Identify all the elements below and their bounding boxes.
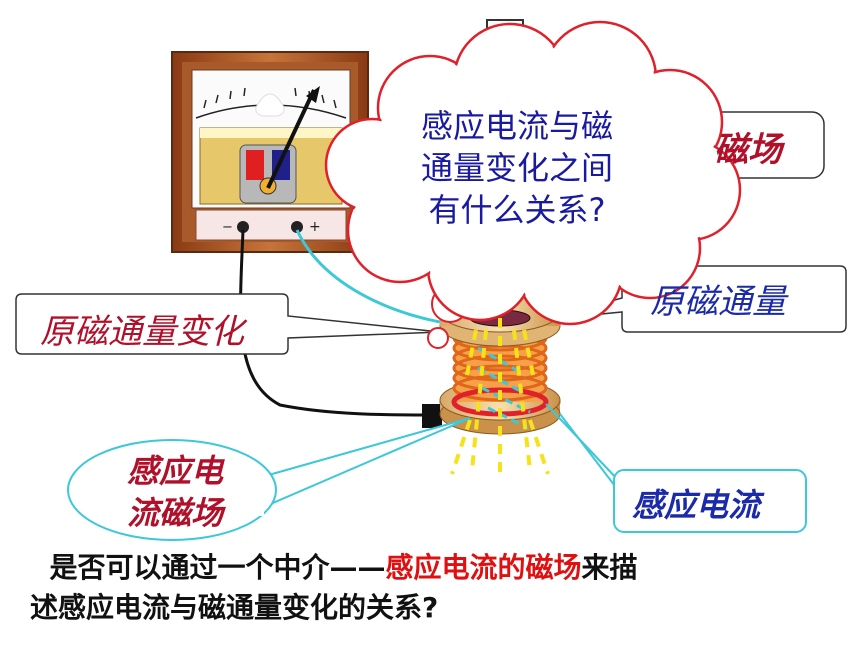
positive-terminal — [291, 221, 303, 233]
thought-line-2: 通量变化之间 — [420, 149, 613, 187]
caption-highlight: 感应电流的磁场 — [385, 551, 582, 584]
caption-part-1: 是否可以通过一个中介—— — [49, 551, 386, 584]
galvanometer: − + — [171, 51, 369, 253]
caption-line-1: 是否可以通过一个中介——感应电流的磁场来描 — [30, 548, 850, 588]
minus-sign: − — [222, 220, 233, 235]
induced-field-callout — [67, 417, 471, 541]
plus-sign: + — [309, 219, 321, 235]
induced-field-line-2: 流磁场 — [126, 494, 223, 532]
negative-terminal — [237, 221, 249, 233]
flux-change-callout — [15, 293, 441, 355]
induced-field-line-1: 感应电 — [126, 452, 223, 490]
thought-line-1: 感应电流与磁 — [420, 107, 613, 145]
induced-current-label: 感应电流 — [632, 486, 761, 524]
flux-change-label: 原磁通量变化 — [40, 312, 244, 352]
thought-question: 感应电流与磁 通量变化之间 有什么关系? — [392, 105, 642, 231]
caption-line-2: 述感应电流与磁通量变化的关系? — [30, 591, 439, 624]
induced-field-label: 感应电 流磁场 — [110, 450, 240, 534]
original-flux-label: 原磁通量 — [650, 282, 786, 322]
thought-cloud — [324, 20, 742, 349]
field-label: 磁场 — [714, 130, 782, 170]
induced-current-callout — [545, 403, 807, 533]
caption-part-2: 来描 — [581, 551, 638, 584]
caption: 是否可以通过一个中介——感应电流的磁场来描 述感应电流与磁通量变化的关系? — [30, 548, 850, 628]
thought-line-3: 有什么关系? — [428, 191, 606, 229]
